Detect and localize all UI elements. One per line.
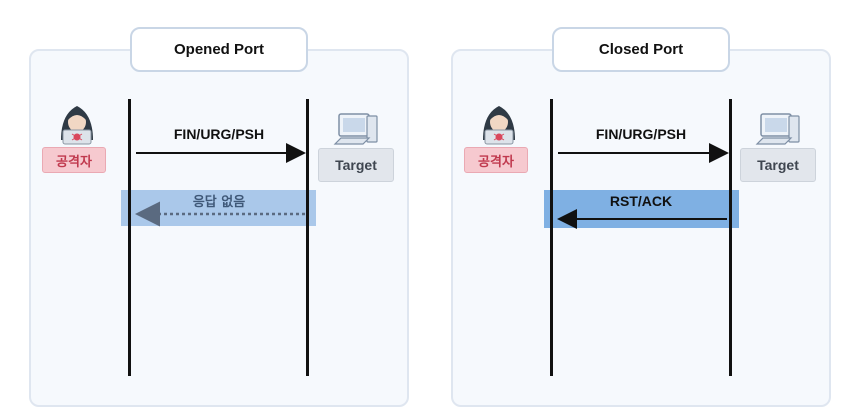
lifeline-target-closed <box>729 99 732 376</box>
lifeline-attacker-opened <box>128 99 131 376</box>
panel-opened-port <box>29 49 409 407</box>
attacker-badge-opened: 공격자 <box>42 147 106 173</box>
hooded-hacker-icon <box>61 106 93 145</box>
attacker-badge-closed: 공격자 <box>464 147 528 173</box>
target-badge-closed: Target <box>740 148 816 182</box>
target-badge-opened: Target <box>318 148 394 182</box>
response-label-opened: 응답 없음 <box>192 195 246 210</box>
hooded-hacker-icon <box>483 106 515 145</box>
panel-title-opened-port: Opened Port <box>130 27 308 72</box>
computer-icon <box>755 113 800 145</box>
request-label-closed: FIN/URG/PSH <box>595 126 687 142</box>
lifeline-target-opened <box>306 99 309 376</box>
panel-title-closed-port: Closed Port <box>552 27 730 72</box>
response-label-closed: RST/ACK <box>609 193 673 209</box>
computer-icon <box>333 113 378 145</box>
lifeline-attacker-closed <box>550 99 553 376</box>
request-label-opened: FIN/URG/PSH <box>173 126 265 142</box>
